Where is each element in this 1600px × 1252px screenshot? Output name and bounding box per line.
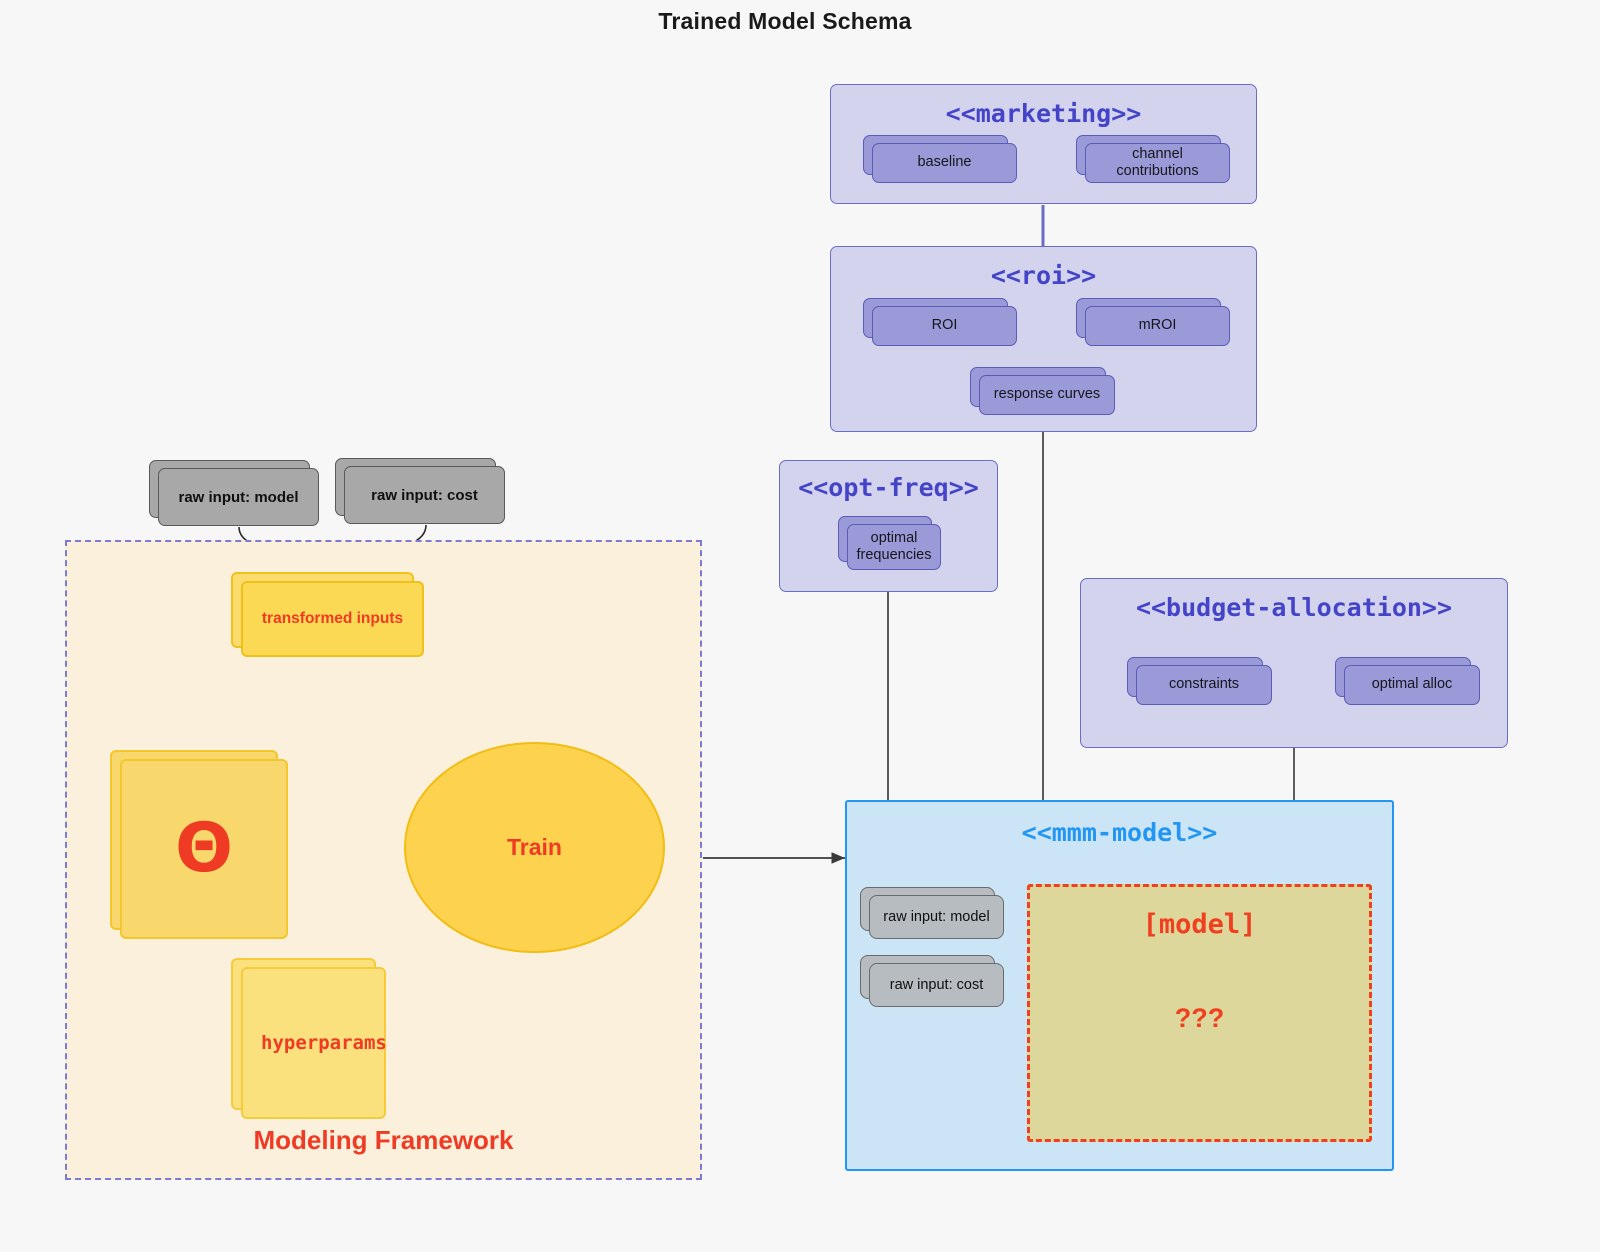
mmm-raw-input-model-label: raw input: model <box>869 895 1004 939</box>
node-optimal-frequencies-label: optimal frequencies <box>847 524 941 570</box>
theta-symbol: Θ <box>175 809 233 888</box>
node-constraints-label: constraints <box>1136 665 1272 705</box>
train-label: Train <box>507 834 562 860</box>
node-optimal-frequencies-line1: optimal <box>870 529 918 546</box>
theta-box[interactable]: Θ <box>110 750 288 939</box>
node-optimal-alloc[interactable]: optimal alloc <box>1335 657 1480 705</box>
node-roi[interactable]: ROI <box>863 298 1017 346</box>
model-unknown-label: ??? <box>1174 1003 1225 1033</box>
package-opt-freq[interactable]: <<opt-freq>> optimal frequencies <box>779 460 998 592</box>
package-marketing-title: <<marketing>> <box>945 99 1142 128</box>
node-optimal-frequencies[interactable]: optimal frequencies <box>838 516 941 570</box>
node-optimal-frequencies-line2: frequencies <box>856 547 932 563</box>
model-region[interactable]: [model] ??? <box>1027 884 1372 1142</box>
package-roi-title: <<roi>> <box>990 261 1097 290</box>
node-constraints[interactable]: constraints <box>1127 657 1272 705</box>
modeling-framework-label: Modeling Framework <box>253 1125 514 1155</box>
raw-input-model-box[interactable]: raw input: model <box>149 460 319 526</box>
node-optimal-alloc-label: optimal alloc <box>1344 665 1480 705</box>
package-budget-allocation-title: <<budget-allocation>> <box>1135 593 1453 622</box>
transformed-inputs-box[interactable]: transformed inputs <box>231 572 424 657</box>
mmm-raw-input-model-box[interactable]: raw input: model <box>860 887 1004 939</box>
raw-input-model-label: raw input: model <box>158 468 319 526</box>
raw-input-cost-box[interactable]: raw input: cost <box>335 458 505 524</box>
package-marketing[interactable]: <<marketing>> baseline channel contribut… <box>830 84 1257 204</box>
node-response-curves[interactable]: response curves <box>970 367 1115 415</box>
mmm-model-region[interactable]: <<mmm-model>> raw input: model raw input… <box>845 800 1394 1171</box>
node-response-curves-label: response curves <box>979 375 1115 415</box>
package-roi[interactable]: <<roi>> ROI mROI response curves <box>830 246 1257 432</box>
hyperparams-label: hyperparams <box>241 967 387 1119</box>
page-title: Trained Model Schema <box>658 8 912 34</box>
raw-input-cost-label: raw input: cost <box>344 466 505 524</box>
node-mroi-label: mROI <box>1085 306 1230 346</box>
mmm-raw-input-cost-box[interactable]: raw input: cost <box>860 955 1004 1007</box>
mmm-raw-input-cost-label: raw input: cost <box>869 963 1004 1007</box>
node-channel-contributions[interactable]: channel contributions <box>1076 135 1230 183</box>
package-budget-allocation[interactable]: <<budget-allocation>> constraints optima… <box>1080 578 1508 748</box>
transformed-inputs-label: transformed inputs <box>241 581 424 657</box>
node-channel-contributions-label: channel contributions <box>1085 143 1230 183</box>
theta-box-front: Θ <box>120 759 288 939</box>
train-ellipse[interactable]: Train <box>404 742 665 953</box>
node-mroi[interactable]: mROI <box>1076 298 1230 346</box>
model-label: [model] <box>1142 909 1257 940</box>
mmm-model-title: <<mmm-model>> <box>1021 818 1218 847</box>
node-baseline-label: baseline <box>872 143 1017 183</box>
node-baseline[interactable]: baseline <box>863 135 1017 183</box>
node-roi-label: ROI <box>872 306 1017 346</box>
package-opt-freq-title: <<opt-freq>> <box>798 473 979 502</box>
hyperparams-box[interactable]: hyperparams <box>231 958 387 1119</box>
